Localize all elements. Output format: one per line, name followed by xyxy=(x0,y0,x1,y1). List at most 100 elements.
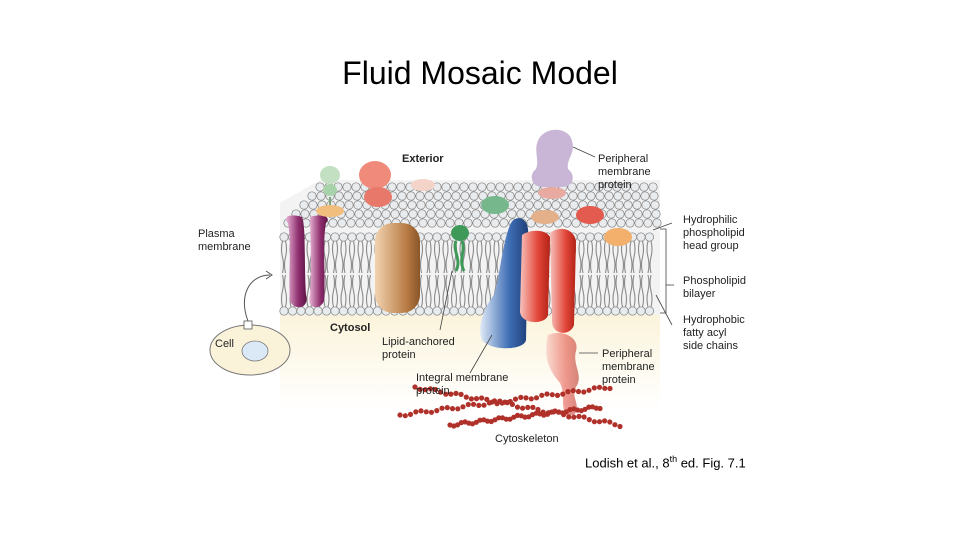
head-group xyxy=(424,191,434,201)
head-group xyxy=(344,200,354,210)
cytoskeleton-bead xyxy=(458,391,464,397)
fatty-acid-tail xyxy=(436,274,441,308)
cytoskeleton-bead xyxy=(591,385,597,391)
cytoskeleton-bead xyxy=(407,411,414,417)
fatty-acid-tail xyxy=(640,240,645,274)
head-group xyxy=(432,232,442,242)
head-group xyxy=(642,209,652,219)
head-group xyxy=(576,306,587,316)
head-group xyxy=(606,209,616,219)
head-group xyxy=(425,200,435,210)
cytoskeleton-bead xyxy=(602,385,608,391)
head-group xyxy=(457,306,468,316)
fatty-acid-tail xyxy=(442,274,446,308)
head-group xyxy=(514,191,524,201)
head-group xyxy=(364,306,374,316)
cytoskeleton-bead xyxy=(530,404,536,410)
fatty-acid-tail xyxy=(280,274,285,308)
cytoskeleton-bead xyxy=(489,399,495,405)
head-group xyxy=(279,232,289,242)
head-group xyxy=(607,218,617,228)
fatty-acid-tail xyxy=(306,274,310,308)
fatty-acid-tail xyxy=(623,240,628,274)
head-group xyxy=(491,232,502,242)
head-group xyxy=(593,232,604,242)
head-group xyxy=(614,200,624,210)
fatty-acid-tail xyxy=(476,240,480,274)
head-group xyxy=(399,209,409,219)
cytoskeleton-bead xyxy=(476,402,482,408)
cytoskeleton-bead xyxy=(449,406,456,412)
fatty-acid-tail xyxy=(646,240,650,274)
cytoskeleton-bead xyxy=(477,417,483,423)
fatty-acid-tail xyxy=(343,240,347,274)
head-group xyxy=(390,209,400,219)
head-group xyxy=(372,209,382,219)
cytoskeleton-bead xyxy=(560,391,566,397)
head-group xyxy=(408,209,418,219)
cytoskeleton-bead xyxy=(503,416,509,422)
fatty-acid-tail xyxy=(323,240,327,274)
label-bilayer-2: bilayer xyxy=(683,288,716,300)
fatty-acid-tail xyxy=(586,240,591,274)
fatty-acid-tail xyxy=(629,274,633,308)
brown-integral-protein xyxy=(375,223,420,313)
fatty-acid-tail xyxy=(357,240,361,274)
fatty-acid-tail xyxy=(425,240,429,274)
fatty-acid-tail xyxy=(493,240,497,274)
head-group xyxy=(483,232,493,242)
head-group xyxy=(648,182,658,192)
label-integral-1: Integral membrane xyxy=(416,372,509,384)
fatty-acid-tail xyxy=(323,274,327,308)
cytoskeleton-bead xyxy=(448,391,454,397)
head-group xyxy=(507,209,517,219)
head-group xyxy=(426,209,436,219)
fatty-acid-tail xyxy=(365,240,370,274)
cytoskeleton-bead xyxy=(565,389,571,395)
head-group xyxy=(505,191,515,201)
cytoskeleton-bead xyxy=(468,396,474,402)
fatty-acid-tail xyxy=(598,240,602,274)
channel-protein xyxy=(285,215,307,308)
cytoskeleton-bead xyxy=(525,404,531,410)
label-hydrophilic-3: head group xyxy=(683,240,739,252)
head-group xyxy=(640,191,650,201)
head-group xyxy=(619,306,629,316)
head-group xyxy=(450,182,460,192)
head-group xyxy=(321,306,332,316)
head-group xyxy=(364,232,374,242)
head-group xyxy=(585,182,595,192)
cytoskeleton-bead xyxy=(455,406,461,412)
fatty-acid-tail xyxy=(603,274,608,308)
head-group xyxy=(308,200,318,210)
fatty-acid-tail xyxy=(368,274,373,308)
figure-citation: Lodish et al., 8th ed. Fig. 7.1 xyxy=(585,454,746,470)
head-group xyxy=(495,182,505,192)
head-group xyxy=(337,218,347,228)
head-group xyxy=(433,191,443,201)
head-group xyxy=(621,182,631,192)
head-group xyxy=(459,182,469,192)
cytoskeleton-bead xyxy=(453,390,459,396)
head-group xyxy=(477,182,487,192)
fatty-acid-tail xyxy=(484,274,489,308)
head-group xyxy=(523,191,533,201)
fatty-acid-tail xyxy=(343,274,347,308)
head-group xyxy=(567,182,577,192)
head-group xyxy=(513,182,523,192)
head-group xyxy=(560,200,570,210)
cytoskeleton-bead xyxy=(438,389,444,395)
head-group xyxy=(596,200,606,210)
head-group xyxy=(460,191,470,201)
label-peripheral-top-1: Peripheral xyxy=(598,153,649,165)
head-group xyxy=(516,209,526,219)
cytoskeleton-bead xyxy=(544,391,550,397)
fatty-acid-tail xyxy=(326,240,330,274)
fatty-acid-tail xyxy=(360,240,364,274)
head-group xyxy=(347,232,357,242)
head-group xyxy=(299,200,309,210)
head-group xyxy=(355,218,365,228)
fatty-acid-tail xyxy=(496,240,500,274)
cytoskeleton-bead xyxy=(427,386,433,392)
head-group xyxy=(440,232,451,242)
